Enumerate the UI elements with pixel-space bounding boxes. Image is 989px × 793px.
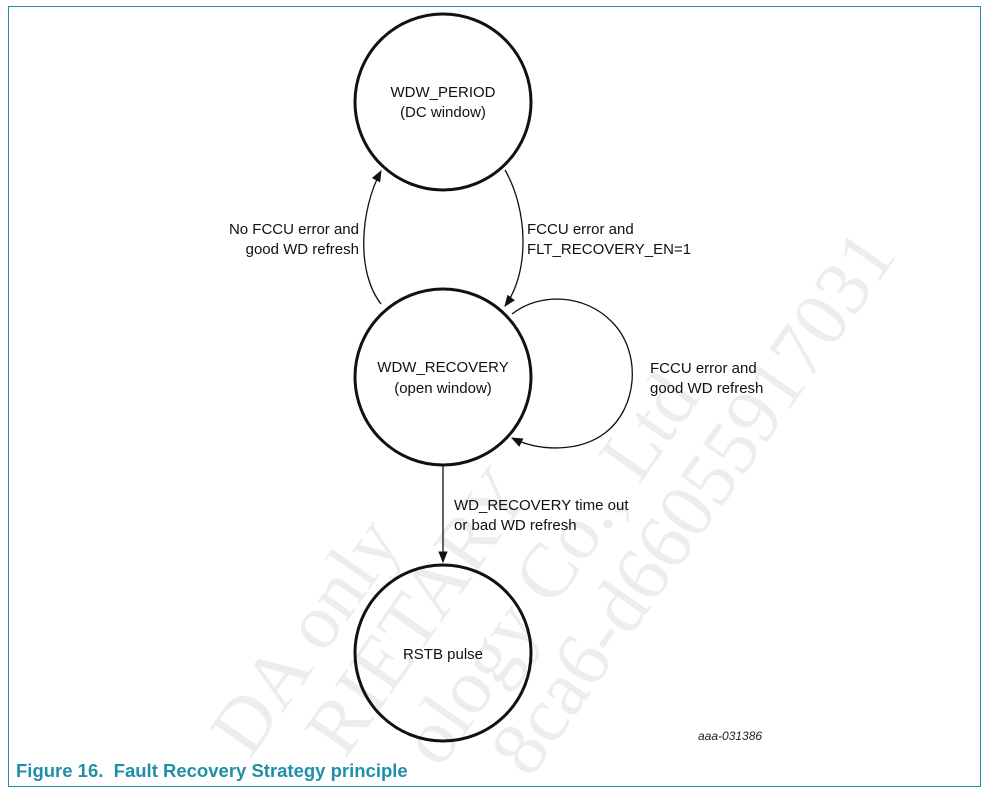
state-wdw-period-desc: (DC window): [400, 104, 486, 121]
transition-recovery-to-period-arrow: [363, 169, 382, 305]
transition-period-to-recovery-arrow: [504, 169, 524, 307]
label-recovery-self-line1: FCCU error and: [650, 360, 757, 377]
state-wdw-recovery: [353, 287, 533, 467]
state-wdw-recovery-desc: (open window): [394, 380, 492, 397]
state-rstb-pulse-name: RSTB pulse: [403, 646, 483, 663]
state-rstb-pulse: [353, 563, 533, 743]
label-recovery-to-rstb-line1: WD_RECOVERY time out: [454, 497, 629, 514]
state-wdw-recovery-name: WDW_RECOVERY: [377, 359, 508, 376]
figure-caption: Figure 16. Fault Recovery Strategy princ…: [16, 760, 408, 781]
label-recovery-self-line2: good WD refresh: [650, 380, 763, 397]
label-period-to-recovery-line1: FCCU error and: [527, 221, 634, 238]
label-recovery-to-period-line1: No FCCU error and: [229, 221, 359, 238]
figure-frame: [8, 6, 981, 787]
figure-id: aaa-031386: [698, 729, 763, 743]
state-wdw-period-name: WDW_PERIOD: [391, 84, 496, 101]
label-recovery-to-rstb-line2: or bad WD refresh: [454, 517, 577, 534]
label-recovery-to-period-line2: good WD refresh: [246, 241, 359, 258]
transition-recovery-self-arrow: [510, 298, 633, 449]
state-wdw-period: [353, 12, 533, 192]
label-period-to-recovery-line2: FLT_RECOVERY_EN=1: [527, 241, 691, 258]
